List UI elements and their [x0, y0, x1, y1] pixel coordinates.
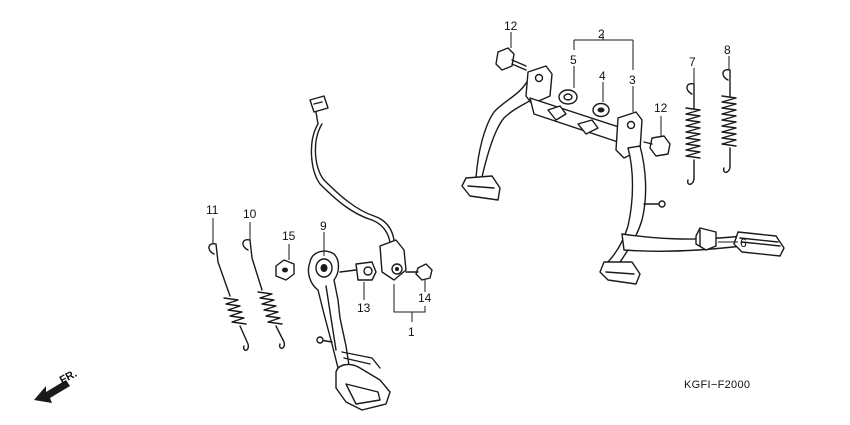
callout-14: 14 — [418, 291, 432, 305]
side-stand-spring-11 — [208, 242, 250, 351]
side-stand-spring-10 — [242, 238, 286, 349]
callout-8: 8 — [724, 43, 731, 57]
callout-7: 7 — [689, 55, 696, 69]
callout-5: 5 — [570, 53, 577, 67]
side-stand-switch-1 — [379, 239, 407, 281]
bolt-13 — [339, 261, 377, 281]
callout-15: 15 — [282, 229, 296, 243]
leader-lines — [212, 32, 738, 322]
callout-3: 3 — [629, 73, 636, 87]
main-stand — [461, 65, 785, 285]
callout-6: 6 — [740, 236, 747, 250]
diagram-code: KGFI−F2000 — [684, 379, 750, 391]
front-direction-label: FR. — [58, 368, 79, 387]
stand-collar-4 — [592, 102, 610, 118]
callout-13: 13 — [357, 301, 371, 315]
side-stand-9 — [307, 250, 391, 411]
callout-2: 2 — [598, 27, 605, 41]
callout-1: 1 — [408, 325, 415, 339]
callout-11: 11 — [206, 203, 219, 217]
stand-spring-8 — [721, 68, 737, 173]
front-arrow-icon — [34, 380, 70, 403]
callout-10: 10 — [243, 207, 257, 221]
bolt-12-right — [643, 135, 671, 157]
front-direction-indicator: FR. — [34, 368, 79, 403]
stand-spring-7 — [685, 82, 701, 185]
side-stand-switch-harness — [309, 95, 395, 243]
stopper-rubber-6 — [695, 227, 717, 251]
callout-12-right: 12 — [654, 101, 668, 115]
callout-9: 9 — [320, 219, 327, 233]
stand-collar-5 — [558, 89, 578, 105]
callout-12-top: 12 — [504, 19, 518, 33]
bolt-12-left — [495, 47, 527, 71]
nut-15 — [275, 259, 295, 281]
callout-labels: 1 2 3 4 5 6 7 8 9 10 11 12 12 13 14 15 — [206, 19, 747, 339]
callout-4: 4 — [599, 69, 606, 83]
bolt-14 — [405, 263, 433, 281]
